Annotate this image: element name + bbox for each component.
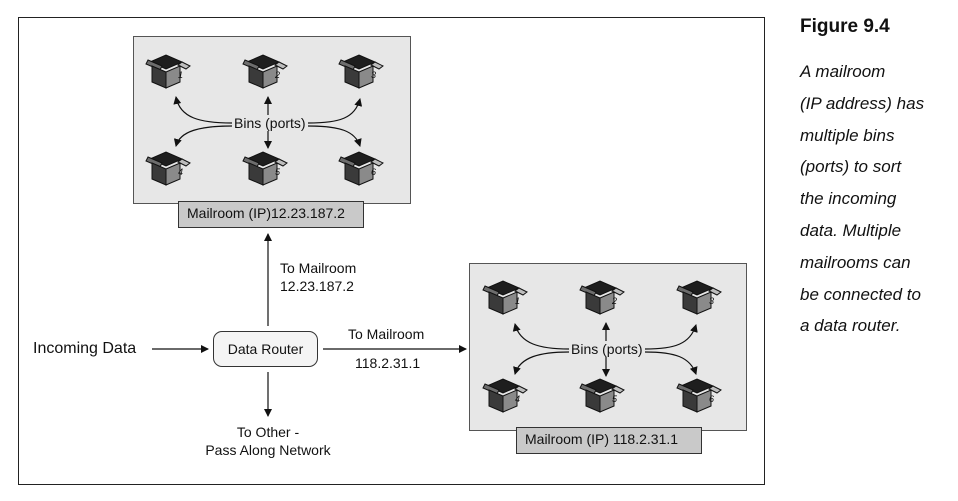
to-other-label-1: To Other - [236,424,300,440]
room-a-bins-label: Bins (ports) [232,115,308,131]
bin-number: 3 [371,70,376,80]
bin-icon [482,378,528,413]
incoming-data-label: Incoming Data [33,340,137,357]
bin-icon [482,280,528,315]
bin-number: 4 [515,394,520,404]
mailroom-b-label: Mailroom (IP) 118.2.31.1 [516,427,702,454]
caption-line: be connected to [800,284,921,304]
flow-arrows [152,233,467,417]
bin-icon [145,54,191,89]
bin-icon [145,151,191,186]
room-a-bin-arrows [173,96,363,149]
caption-line: (ports) to sort [800,157,902,177]
caption-line: a data router. [800,316,901,336]
bin-icon [676,280,722,315]
mailroom-a-label: Mailroom (IP)12.23.187.2 [178,201,364,228]
bin-number: 4 [178,167,183,177]
bin-icon [579,378,625,413]
to-room-b-label-2: 118.2.31.1 [355,355,421,371]
figure-title: Figure 9.4 [800,16,890,37]
caption-line: (IP address) has [800,93,925,113]
data-router: Data Router [213,331,318,367]
to-other-label-2: Pass Along Network [205,442,331,458]
caption-line: A mailroom [800,62,886,81]
bin-icon [579,280,625,315]
bin-icon [676,378,722,413]
figure-caption: A mailroom (IP address) has multiple bin… [800,56,950,342]
to-room-b-label-1: To Mailroom [348,326,425,342]
caption-line: data. Multiple [800,220,902,240]
bin-number: 3 [709,296,714,306]
bin-number: 5 [612,394,618,404]
room-b-bin-arrows [512,322,698,377]
bin-icon [242,54,288,89]
bin-number: 2 [274,70,280,80]
bin-number: 6 [371,167,376,177]
bin-icon [242,151,288,186]
bin-number: 5 [275,167,281,177]
bin-number: 1 [178,70,183,80]
to-room-a-label-1: To Mailroom [280,260,357,276]
bin-number: 1 [515,296,520,306]
to-room-a-label-2: 12.23.187.2 [280,278,354,294]
caption-line: the incoming [800,189,897,209]
caption-line: mailrooms can [800,252,911,272]
room-b-bins-label: Bins (ports) [569,341,645,357]
bin-number: 2 [611,296,617,306]
bin-number: 6 [709,394,714,404]
bin-icon [338,54,384,89]
caption-line: multiple bins [800,125,895,145]
bin-icon [338,151,384,186]
